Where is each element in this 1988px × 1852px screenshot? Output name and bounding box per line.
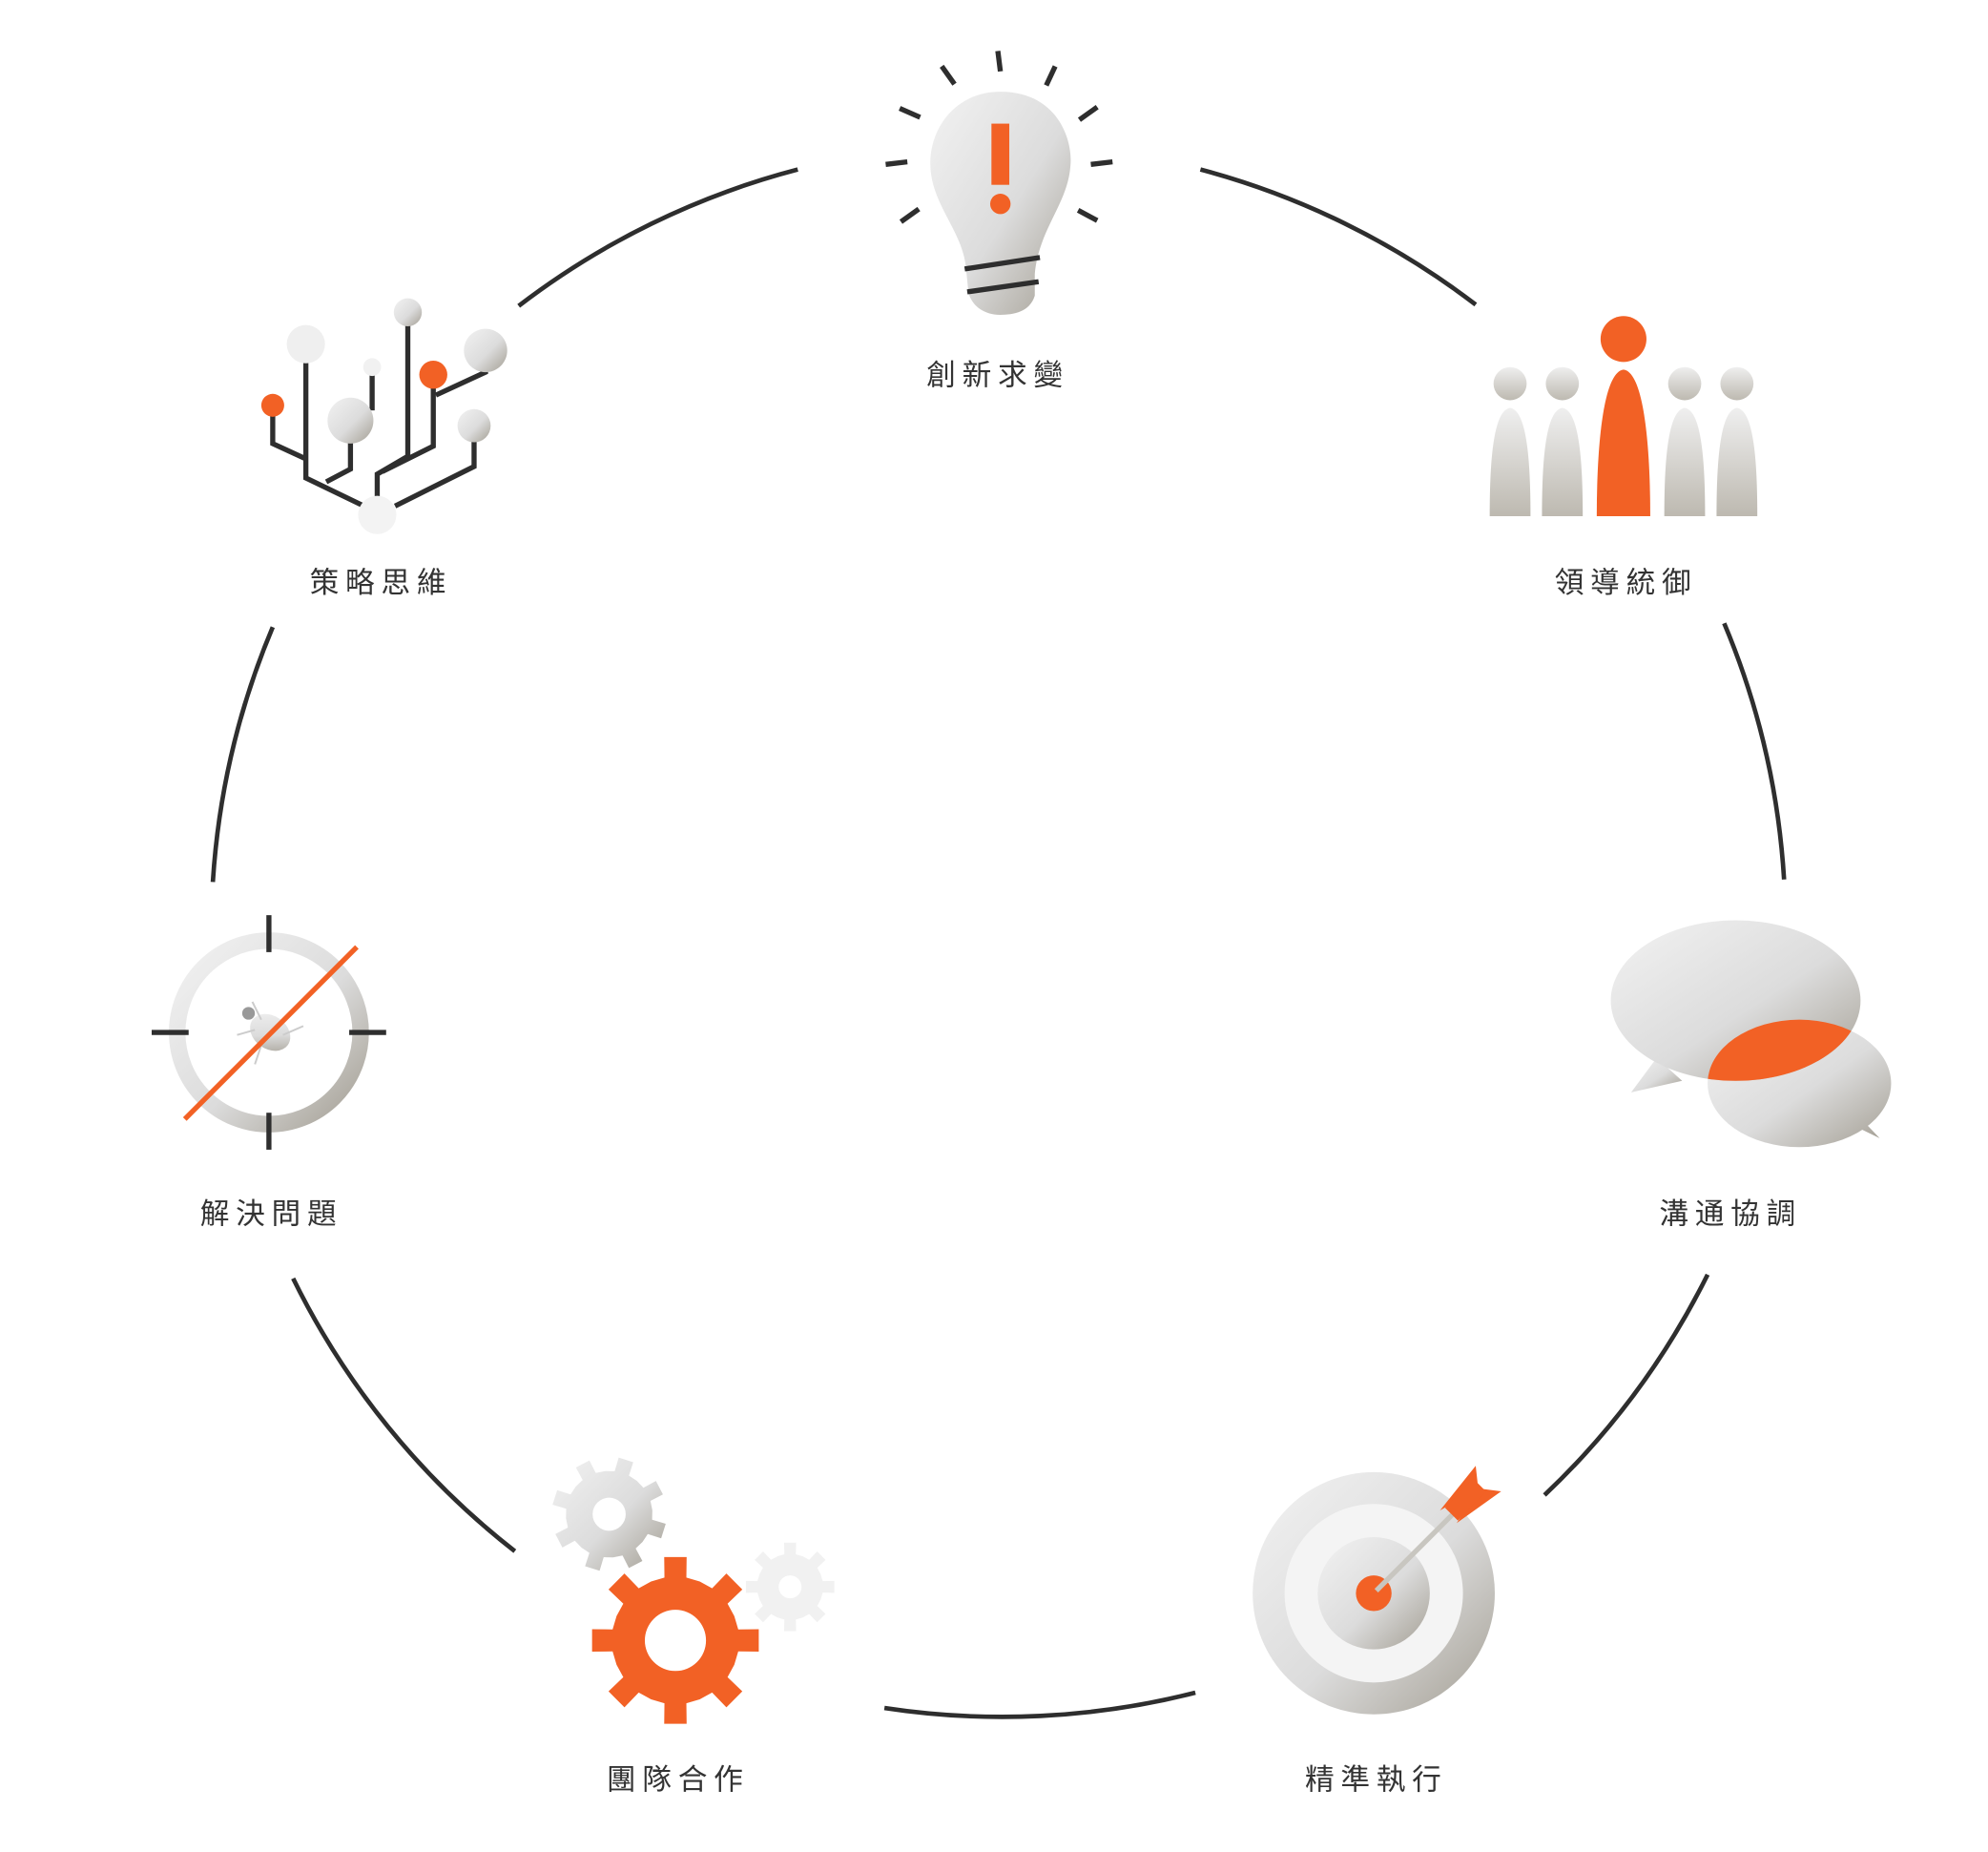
gears-icon xyxy=(552,1457,835,1724)
arc-segment xyxy=(883,1690,1196,1719)
node-label: 團隊合作 xyxy=(607,1763,750,1798)
cycle-arcs xyxy=(210,167,1787,1719)
gear-icon xyxy=(745,1542,835,1632)
arc-segment xyxy=(1543,1273,1710,1497)
leader-people-icon xyxy=(1489,316,1758,517)
node-label: 策略思維 xyxy=(310,566,453,600)
node-label: 解決問題 xyxy=(200,1197,343,1231)
node-label: 創新求變 xyxy=(926,358,1069,392)
node-label: 領導統御 xyxy=(1555,566,1698,600)
chat-bubbles-icon xyxy=(1610,920,1892,1148)
arc-segment xyxy=(517,167,798,308)
bug-crosshair-icon xyxy=(151,915,386,1150)
gear-icon xyxy=(591,1556,759,1724)
gear-icon xyxy=(552,1457,666,1571)
arc-segment xyxy=(1722,622,1787,880)
target-arrow-icon xyxy=(1253,1466,1501,1715)
node-label: 溝通協調 xyxy=(1659,1197,1802,1231)
arc-segment xyxy=(291,1277,517,1553)
node-label: 精準執行 xyxy=(1305,1763,1448,1798)
arc-segment xyxy=(210,626,276,883)
strategy-tree-icon xyxy=(260,298,507,534)
arc-segment xyxy=(1199,167,1478,307)
lightbulb-icon xyxy=(885,51,1113,315)
